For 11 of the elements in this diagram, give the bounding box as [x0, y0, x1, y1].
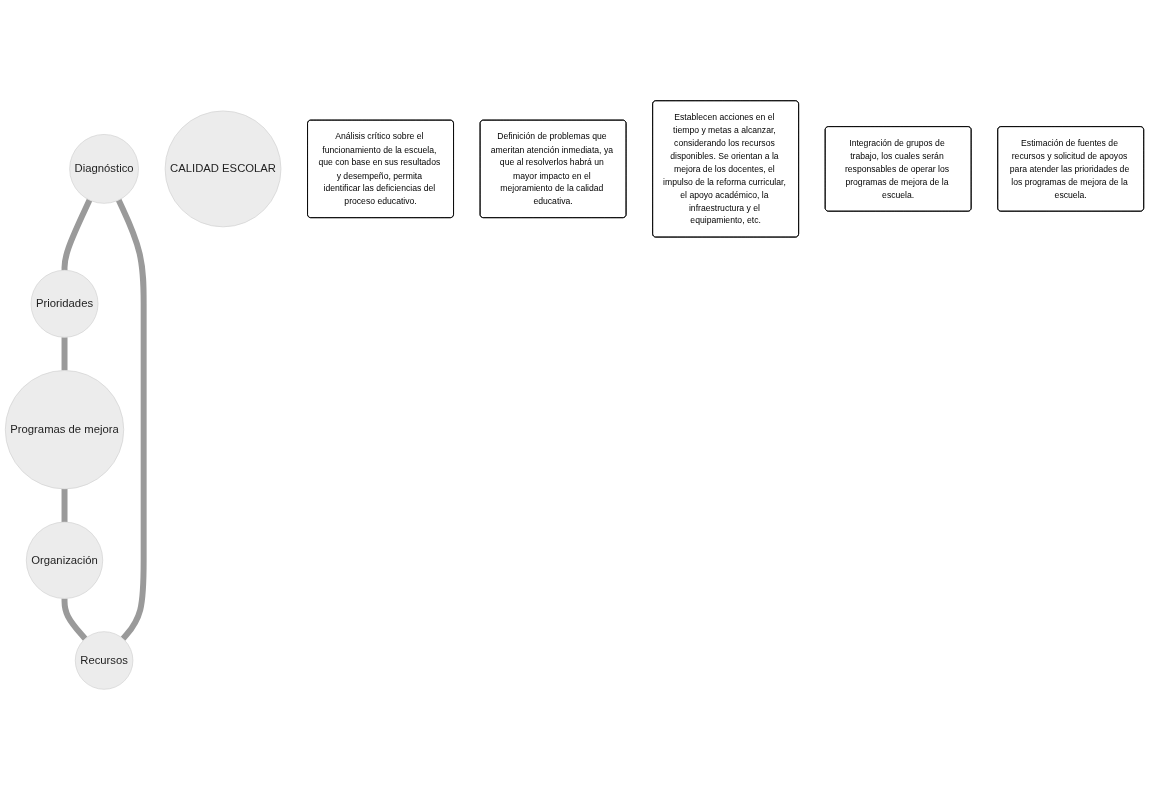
- node-circle: Diagnóstico: [69, 134, 139, 204]
- connector: [61, 598, 88, 641]
- connector: [115, 198, 147, 641]
- connector: [61, 337, 68, 371]
- node-circle: Organización: [26, 521, 104, 599]
- node-circle: CALIDAD ESCOLAR: [164, 110, 282, 228]
- connector: [61, 198, 93, 271]
- node-circle: Recursos: [74, 631, 134, 690]
- node-circle: Prioridades: [30, 269, 99, 338]
- connector: [61, 488, 68, 523]
- node-circle: Programas de mejora: [4, 370, 125, 490]
